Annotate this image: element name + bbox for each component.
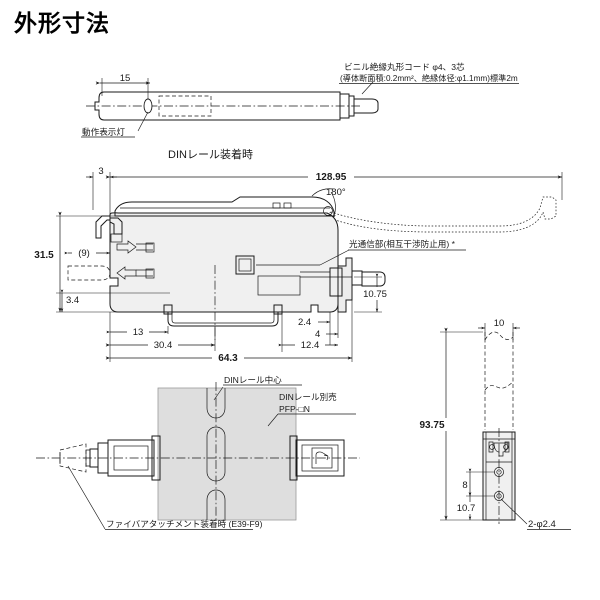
indicator-arrow-right: [116, 240, 155, 254]
right-dim-8: 8: [462, 480, 467, 491]
optical-communication-window: [235, 255, 255, 275]
side-dim-3: 3: [98, 166, 103, 177]
fiber-attachment-label: ファイバアタッチメント装着時 (E39-F9): [106, 518, 263, 529]
din-rail-mount-group: DINレール中心 DINレール別売 PFP-□N ファイバアタッチメント装着時 …: [36, 374, 360, 530]
page-title: 外形寸法: [14, 10, 110, 36]
din-rail-center-label: DINレール中心: [224, 374, 282, 385]
optical-comm-label: 光通信部(相互干渉防止用) *: [349, 238, 456, 249]
side-dim-10-75: 10.75: [363, 289, 387, 300]
side-dim-128-95: 128.95: [316, 172, 347, 183]
side-view-group: 3 128.95 180°: [28, 166, 563, 364]
indicator-arrow-left: [116, 266, 155, 280]
side-dim-31-5: 31.5: [34, 250, 54, 261]
side-dim-4: 4: [315, 329, 320, 340]
right-dim-93-75: 93.75: [419, 420, 444, 431]
side-dim-3-4: 3.4: [66, 295, 79, 306]
operation-indicator-label: 動作表示灯: [82, 126, 125, 137]
side-angle-180: 180°: [326, 187, 346, 198]
din-rail-optional-label-1: DINレール別売: [279, 391, 337, 402]
right-side-view-group: 10: [414, 318, 571, 530]
top-dim-15: 15: [120, 73, 131, 84]
right-dim-10-7: 10.7: [457, 503, 476, 514]
side-dim-12-4: 12.4: [301, 340, 320, 351]
cable-note-line2: (導体断面積:0.2mm²、絶縁体径:φ1.1mm)標準2m: [340, 73, 518, 83]
din-rail-plate: [157, 387, 297, 521]
side-dim-9: (9): [78, 248, 90, 259]
din-rail-optional-label-2: PFP-□N: [279, 404, 310, 414]
side-dim-30-4: 30.4: [154, 340, 173, 351]
operation-indicator: [143, 98, 153, 114]
side-dim-2-4: 2.4: [298, 317, 311, 328]
right-dim-holes: 2-φ2.4: [528, 519, 556, 530]
right-dim-10: 10: [494, 318, 505, 329]
cable-note-line1: ビニル絶縁丸形コード φ4、3芯: [344, 61, 465, 72]
top-view-group: 15 動作表示灯 ビニル絶縁丸形コード φ4、3芯 (導体断面積:0.2mm²、…: [81, 61, 519, 138]
side-view-caption: DINレール装着時: [168, 147, 253, 161]
side-dim-13: 13: [133, 327, 144, 338]
side-dim-64-3: 64.3: [218, 353, 238, 364]
